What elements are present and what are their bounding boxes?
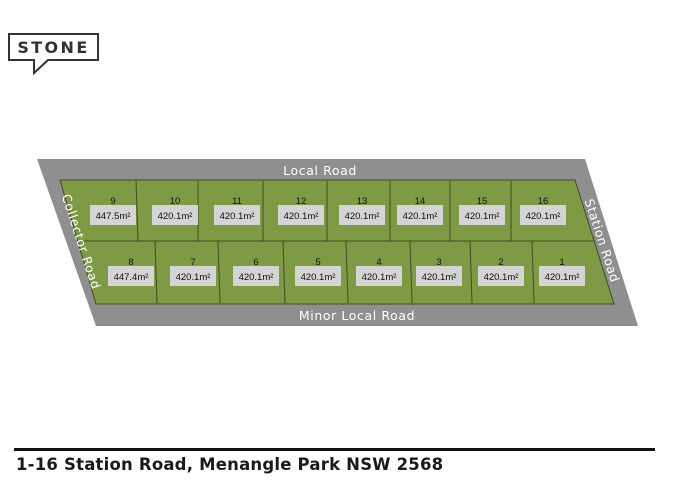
lot-area: 420.1m² xyxy=(176,272,211,283)
lot-label-box xyxy=(397,205,443,225)
lot-number: 13 xyxy=(357,196,368,207)
road-label-top: Local Road xyxy=(283,163,357,178)
lot-plan-svg: 9447.5m²10420.1m²11420.1m²12420.1m²13420… xyxy=(37,159,638,326)
lot-label-box xyxy=(539,266,585,286)
lot-number: 2 xyxy=(498,257,503,268)
lot-12: 12 420.1m² xyxy=(278,196,324,225)
lot-divider-bottom-4 xyxy=(345,240,349,304)
lot-4: 4 420.1m² xyxy=(356,257,402,286)
lot-label-box xyxy=(233,266,279,286)
lot-15: 15 420.1m² xyxy=(459,196,505,225)
lot-divider-bottom-6 xyxy=(469,240,473,304)
lot-9: 9 447.5m² xyxy=(90,196,136,225)
lot-label-box xyxy=(520,205,566,225)
lot-area: 420.1m² xyxy=(158,211,193,222)
logo-mark: STONE xyxy=(8,33,99,75)
property-address: 1-16 Station Road, Menangle Park NSW 256… xyxy=(16,455,444,474)
lot-dividers xyxy=(78,180,594,304)
lot-number: 15 xyxy=(477,196,488,207)
stone-logo: STONE xyxy=(8,33,100,75)
lot-divider-bottom-5 xyxy=(409,240,413,304)
lot-area: 420.1m² xyxy=(220,211,255,222)
lot-label-box xyxy=(478,266,524,286)
lot-number: 7 xyxy=(190,257,195,268)
lot-divider-bottom-1 xyxy=(154,240,158,304)
lot-label-box xyxy=(356,266,402,286)
road-label-bottom: Minor Local Road xyxy=(299,308,415,323)
lot-3: 3 420.1m² xyxy=(416,257,462,286)
lot-label-box xyxy=(170,266,216,286)
lot-1: 1 420.1m² xyxy=(539,257,585,286)
lot-number: 6 xyxy=(253,257,258,268)
lot-10: 10 420.1m² xyxy=(152,196,198,225)
lot-label-box xyxy=(108,266,154,286)
lot-7: 7 420.1m² xyxy=(170,257,216,286)
lot-area: 420.1m² xyxy=(545,272,580,283)
lot-label-box xyxy=(416,266,462,286)
lot-area: 447.5m² xyxy=(96,211,131,222)
lot-number: 1 xyxy=(559,257,564,268)
lot-area: 420.1m² xyxy=(403,211,438,222)
lot-area: 420.1m² xyxy=(422,272,457,283)
lot-label-box xyxy=(278,205,324,225)
lot-label-box xyxy=(295,266,341,286)
lot-11: 11 420.1m² xyxy=(214,196,260,225)
lot-8: 8 447.4m² xyxy=(108,257,154,286)
lot-label-box xyxy=(214,205,260,225)
lot-area: 420.1m² xyxy=(362,272,397,283)
lot-number: 11 xyxy=(232,196,242,207)
lot-area: 420.1m² xyxy=(526,211,561,222)
lot-labels: 9447.5m²10420.1m²11420.1m²12420.1m²13420… xyxy=(90,196,585,286)
lot-6: 6 420.1m² xyxy=(233,257,279,286)
lot-area: 420.1m² xyxy=(239,272,274,283)
lot-label-box xyxy=(152,205,198,225)
lot-label-box xyxy=(459,205,505,225)
lot-label-box xyxy=(339,205,385,225)
lot-number: 9 xyxy=(110,196,115,207)
lot-number: 8 xyxy=(128,257,133,268)
lot-area: 420.1m² xyxy=(301,272,336,283)
divider-line xyxy=(14,448,655,451)
lot-14: 14 420.1m² xyxy=(397,196,443,225)
lot-area: 420.1m² xyxy=(465,211,500,222)
lot-number: 16 xyxy=(538,196,549,207)
brand-name: STONE xyxy=(17,38,89,57)
lot-13: 13 420.1m² xyxy=(339,196,385,225)
lot-divider-bottom-2 xyxy=(217,240,221,304)
lot-area: 447.4m² xyxy=(114,272,149,283)
lot-number: 4 xyxy=(376,257,381,268)
lot-number: 10 xyxy=(170,196,181,207)
lot-area: 420.1m² xyxy=(284,211,319,222)
lot-number: 3 xyxy=(436,257,441,268)
lot-area: 420.1m² xyxy=(345,211,380,222)
lot-number: 5 xyxy=(315,257,320,268)
lot-divider-bottom-7 xyxy=(531,240,535,304)
lot-number: 12 xyxy=(296,196,307,207)
lot-divider-top-1 xyxy=(135,180,139,242)
lot-number: 14 xyxy=(415,196,426,207)
lot-5: 5 420.1m² xyxy=(295,257,341,286)
lot-16: 16 420.1m² xyxy=(520,196,566,225)
lot-2: 2 420.1m² xyxy=(478,257,524,286)
lot-divider-bottom-3 xyxy=(282,240,286,304)
lot-area: 420.1m² xyxy=(484,272,519,283)
lot-label-box xyxy=(90,205,136,225)
